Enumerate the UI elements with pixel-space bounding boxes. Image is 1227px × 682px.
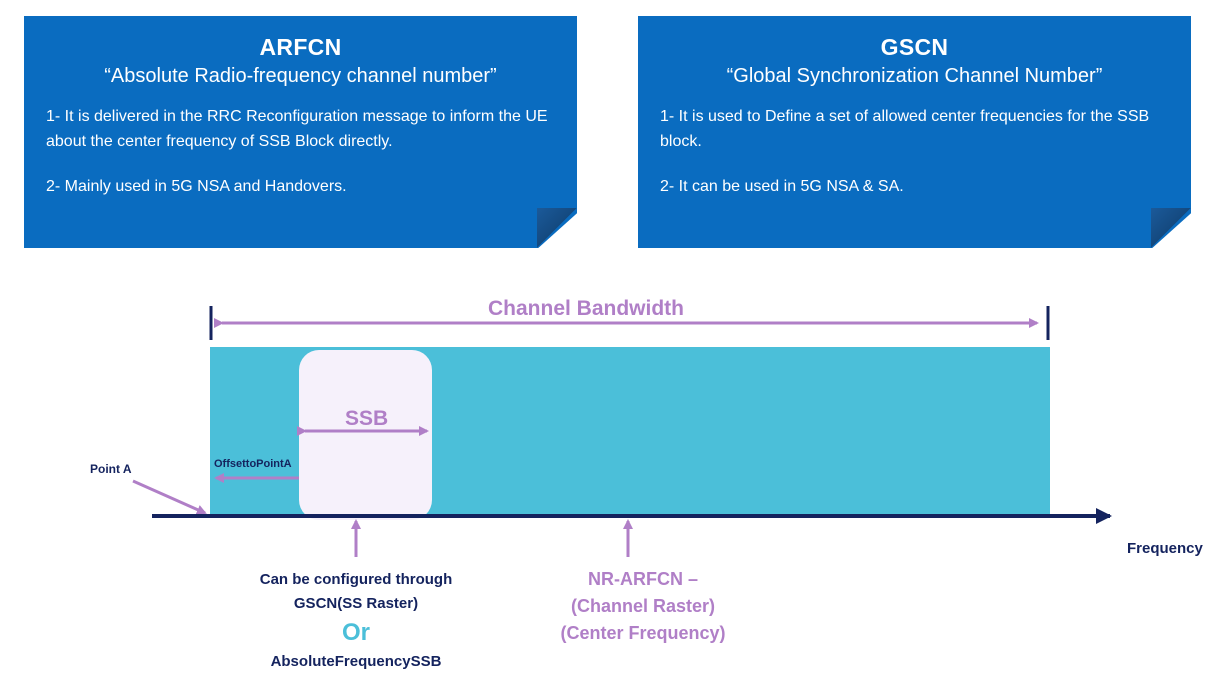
gscn-point-2: 2- It can be used in 5G NSA & SA. <box>660 178 904 195</box>
gscn-card-title: GSCN <box>880 34 949 60</box>
gscn-caption-line-2: GSCN(SS Raster) <box>293 595 419 612</box>
arfcn-card-title: ARFCN <box>259 34 342 60</box>
arfcn-card: ARFCN “Absolute Radio-frequency channel … <box>24 16 577 248</box>
frequency-label: Frequency <box>1127 540 1203 557</box>
arfcn-caption-line-3: (Center Frequency) <box>560 623 726 643</box>
channel-bandwidth-label: Channel Bandwidth <box>488 297 684 320</box>
or-label: Or <box>341 619 370 646</box>
gscn-card: GSCN “Global Synchronization Channel Num… <box>638 16 1191 248</box>
arfcn-caption-line-2: (Channel Raster) <box>570 596 716 616</box>
arfcn-caption-line-1: NR-ARFCN – <box>588 569 698 589</box>
offset-to-point-a-label: OffsettoPointA <box>214 458 292 470</box>
gscn-card-subtitle: “Global Synchronization Channel Number” <box>726 65 1103 87</box>
gscn-point-1: 1- It is used to Define a set of allowed… <box>660 108 1150 150</box>
gscn-caption: Can be configured through GSCN(SS Raster… <box>236 568 476 674</box>
arfcn-caption: NR-ARFCN – (Channel Raster) (Center Freq… <box>538 566 748 647</box>
arfcn-point-2: 2- Mainly used in 5G NSA and Handovers. <box>46 178 347 195</box>
gscn-caption-line-3: AbsoluteFrequencySSB <box>270 653 442 670</box>
arfcn-point-1: 1- It is delivered in the RRC Reconfigur… <box>46 108 548 150</box>
arfcn-card-subtitle: “Absolute Radio-frequency channel number… <box>104 65 497 87</box>
gscn-caption-line-1: Can be configured through <box>259 571 453 588</box>
point-a-arrow <box>132 479 207 515</box>
arfcn-card-body: 1- It is delivered in the RRC Reconfigur… <box>24 104 577 199</box>
gscn-card-body: 1- It is used to Define a set of allowed… <box>638 104 1191 199</box>
ssb-label: SSB <box>345 407 389 430</box>
point-a-label: Point A <box>90 462 132 476</box>
ssb-block <box>299 350 432 520</box>
